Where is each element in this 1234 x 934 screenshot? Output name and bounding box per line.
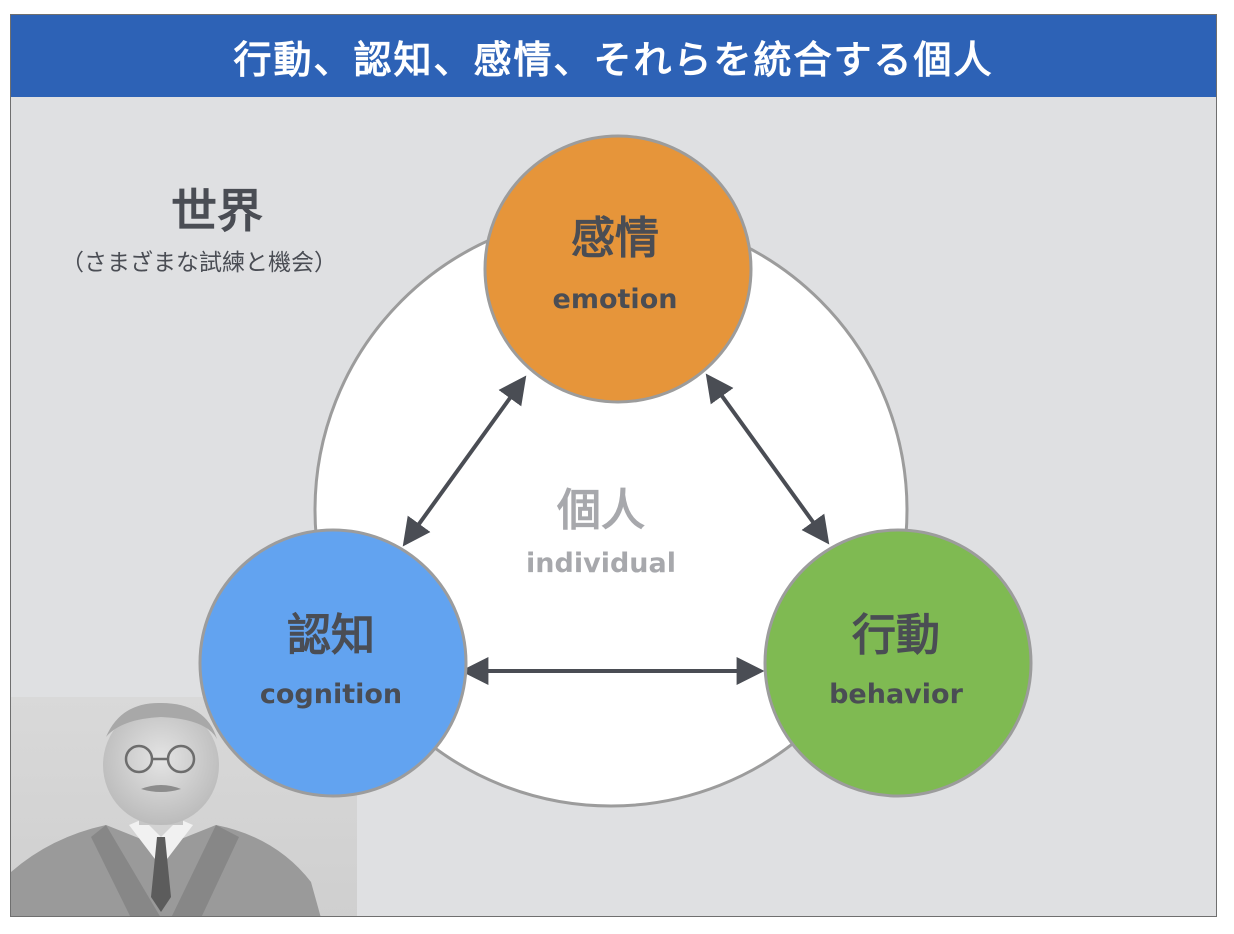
center-label-jp: 個人 bbox=[556, 485, 645, 536]
slide: 行動、認知、感情、それらを統合する個人 世界 （さまざまな試練と機会） bbox=[10, 14, 1217, 917]
behavior-circle bbox=[763, 528, 1033, 798]
emotion-label-jp: 感情 bbox=[571, 213, 659, 264]
center-label-en: individual bbox=[526, 548, 676, 579]
behavior-label-jp: 行動 bbox=[852, 610, 940, 661]
emotion-label-en: emotion bbox=[553, 284, 678, 315]
title-bar: 行動、認知、感情、それらを統合する個人 bbox=[11, 15, 1216, 97]
world-title: 世界 bbox=[171, 184, 263, 238]
node-cognition: 認知 cognition bbox=[198, 528, 468, 798]
world-subtitle: （さまざまな試練と機会） bbox=[61, 250, 337, 276]
emotion-circle bbox=[483, 134, 753, 404]
diagram: 個人 individual 感情 emotion 認知 cognition 行動… bbox=[198, 134, 1033, 808]
cognition-label-en: cognition bbox=[260, 679, 402, 710]
portrait-photo bbox=[11, 697, 357, 916]
cognition-circle bbox=[198, 528, 468, 798]
cognition-label-jp: 認知 bbox=[287, 610, 375, 661]
node-behavior: 行動 behavior bbox=[763, 528, 1033, 798]
slide-title: 行動、認知、感情、それらを統合する個人 bbox=[233, 37, 994, 82]
node-emotion: 感情 emotion bbox=[483, 134, 753, 404]
behavior-label-en: behavior bbox=[829, 679, 963, 710]
arrow-emotion-behavior bbox=[705, 373, 830, 545]
arrow-emotion-cognition bbox=[402, 375, 527, 547]
